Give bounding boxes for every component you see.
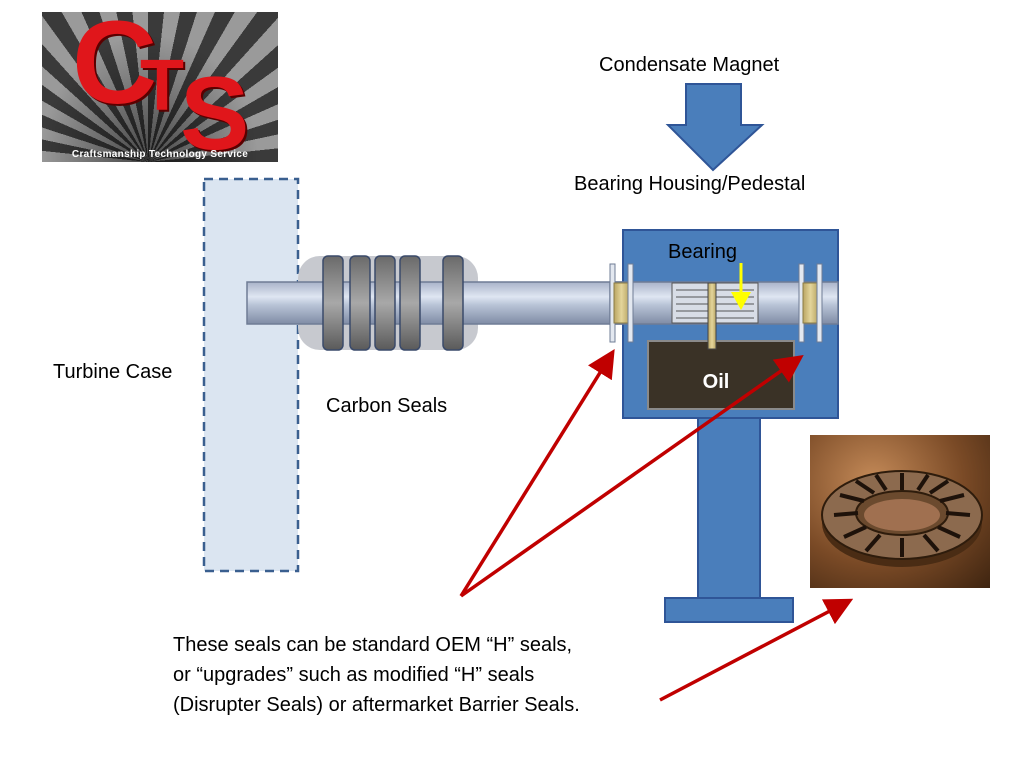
cts-logo: C T S Craftsmanship Technology Service <box>42 12 278 162</box>
seal-options-note: These seals can be standard OEM “H” seal… <box>173 630 580 720</box>
carbon-seal-ring <box>399 255 421 351</box>
logo-tagline: Craftsmanship Technology Service <box>71 149 249 160</box>
pedestal-base <box>664 597 794 623</box>
logo-letter-c: C <box>72 12 158 129</box>
red-arrow-left-isolator <box>459 349 615 597</box>
oil-label: Oil <box>703 371 730 393</box>
carbon-seal-ring <box>442 255 464 351</box>
bearing-isolator-left <box>609 263 634 343</box>
bearing-isolator-right <box>798 263 823 343</box>
red-pointer-arrows <box>459 349 854 702</box>
carbon-seal-ring <box>349 255 371 351</box>
logo-letter-s: S <box>180 56 250 162</box>
note-line: or “upgrades” such as modified “H” seals <box>173 664 535 686</box>
turbine-case <box>202 177 300 573</box>
pedestal-column <box>697 409 761 601</box>
carbon-seal-ring <box>374 255 396 351</box>
carbon-seals-label: Carbon Seals <box>326 395 448 417</box>
bearing-indicator-arrow <box>731 263 751 310</box>
bearing-housing-label: Bearing Housing/Pedestal <box>574 173 806 195</box>
bearing-label: Bearing <box>668 241 737 263</box>
note-line: (Disrupter Seals) or aftermarket Barrier… <box>173 694 580 716</box>
red-arrow-photo <box>659 598 854 702</box>
oil-sump <box>647 340 795 410</box>
carbon-seal-rings <box>322 255 464 351</box>
logo-letter-t: T <box>140 46 184 126</box>
carbon-seal-ring <box>322 255 344 351</box>
red-arrow-right-isolator <box>459 354 804 598</box>
barrier-seal-photo <box>810 435 990 588</box>
note-line: These seals can be standard OEM “H” seal… <box>173 634 573 656</box>
condensate-magnet-label: Condensate Magnet <box>599 54 780 76</box>
turbine-case-label: Turbine Case <box>53 361 173 383</box>
condensate-arrow <box>665 83 765 172</box>
oil-slinger <box>707 282 717 350</box>
